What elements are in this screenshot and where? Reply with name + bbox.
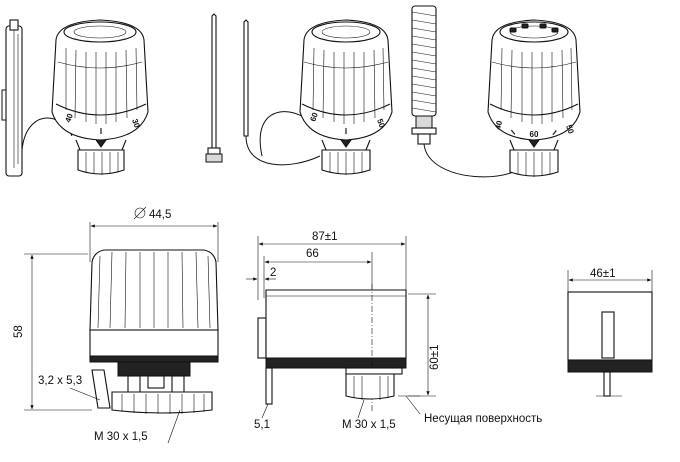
dial-mark: I bbox=[510, 128, 517, 136]
dial-mark: 40 bbox=[493, 119, 504, 130]
pin-dimension: 3,2 x 5,3 bbox=[38, 375, 82, 387]
thread-dimension: M 30 x 1,5 bbox=[94, 431, 148, 443]
rear-view-drawing: 46±1 bbox=[567, 268, 653, 397]
thermostat-head-with-capillary: 60 I 50 bbox=[259, 19, 393, 175]
knob-ribs bbox=[65, 47, 138, 124]
dial-mark: 50 bbox=[564, 124, 576, 136]
dial-mark: I bbox=[345, 127, 347, 136]
coil-sensor bbox=[411, 5, 437, 145]
dial-mark: I bbox=[100, 127, 102, 136]
dial-mark: 30 bbox=[130, 118, 142, 130]
knob-ribs bbox=[500, 47, 573, 124]
immersion-sensor-probe bbox=[205, 13, 223, 163]
dial-mark: 60 bbox=[530, 130, 539, 139]
knob-ribs bbox=[312, 47, 385, 124]
thermostat-head-with-clip-sensor: 40 I 30 bbox=[1, 19, 149, 177]
height-dimension: 60±1 bbox=[429, 345, 441, 371]
capillary-sensor-probe bbox=[243, 19, 321, 166]
total-length-dimension: 87±1 bbox=[312, 231, 338, 243]
side-view-drawing: 87±1 66 2 5,1 60±1 Несущая поверхность bbox=[246, 231, 542, 431]
dial-mark: 60 bbox=[308, 111, 320, 123]
front-view-drawing: 44,5 58 3,2 x 5,3 M 30 x 1,5 bbox=[13, 206, 219, 444]
height-dimension: 58 bbox=[13, 325, 25, 338]
diameter-dimension: 44,5 bbox=[149, 209, 171, 221]
clip-sensor bbox=[1, 19, 23, 177]
pin-dimension: 5,1 bbox=[254, 419, 270, 431]
capillary-tube bbox=[245, 135, 321, 166]
dial-mark: 50 bbox=[375, 118, 387, 130]
width-dimension: 46±1 bbox=[590, 268, 616, 280]
knob-ribs bbox=[97, 251, 211, 329]
dial-mark: I bbox=[551, 129, 558, 137]
thread-dimension: M 30 x 1,5 bbox=[342, 419, 396, 431]
body-length-dimension: 66 bbox=[306, 248, 319, 260]
offset-dimension: 2 bbox=[270, 267, 276, 279]
dial-mark: 40 bbox=[63, 112, 75, 124]
thermostat-head-with-coil-sensor: 40 I 60 I 50 bbox=[411, 5, 581, 178]
bearing-surface-label: Несущая поверхность bbox=[424, 413, 542, 425]
